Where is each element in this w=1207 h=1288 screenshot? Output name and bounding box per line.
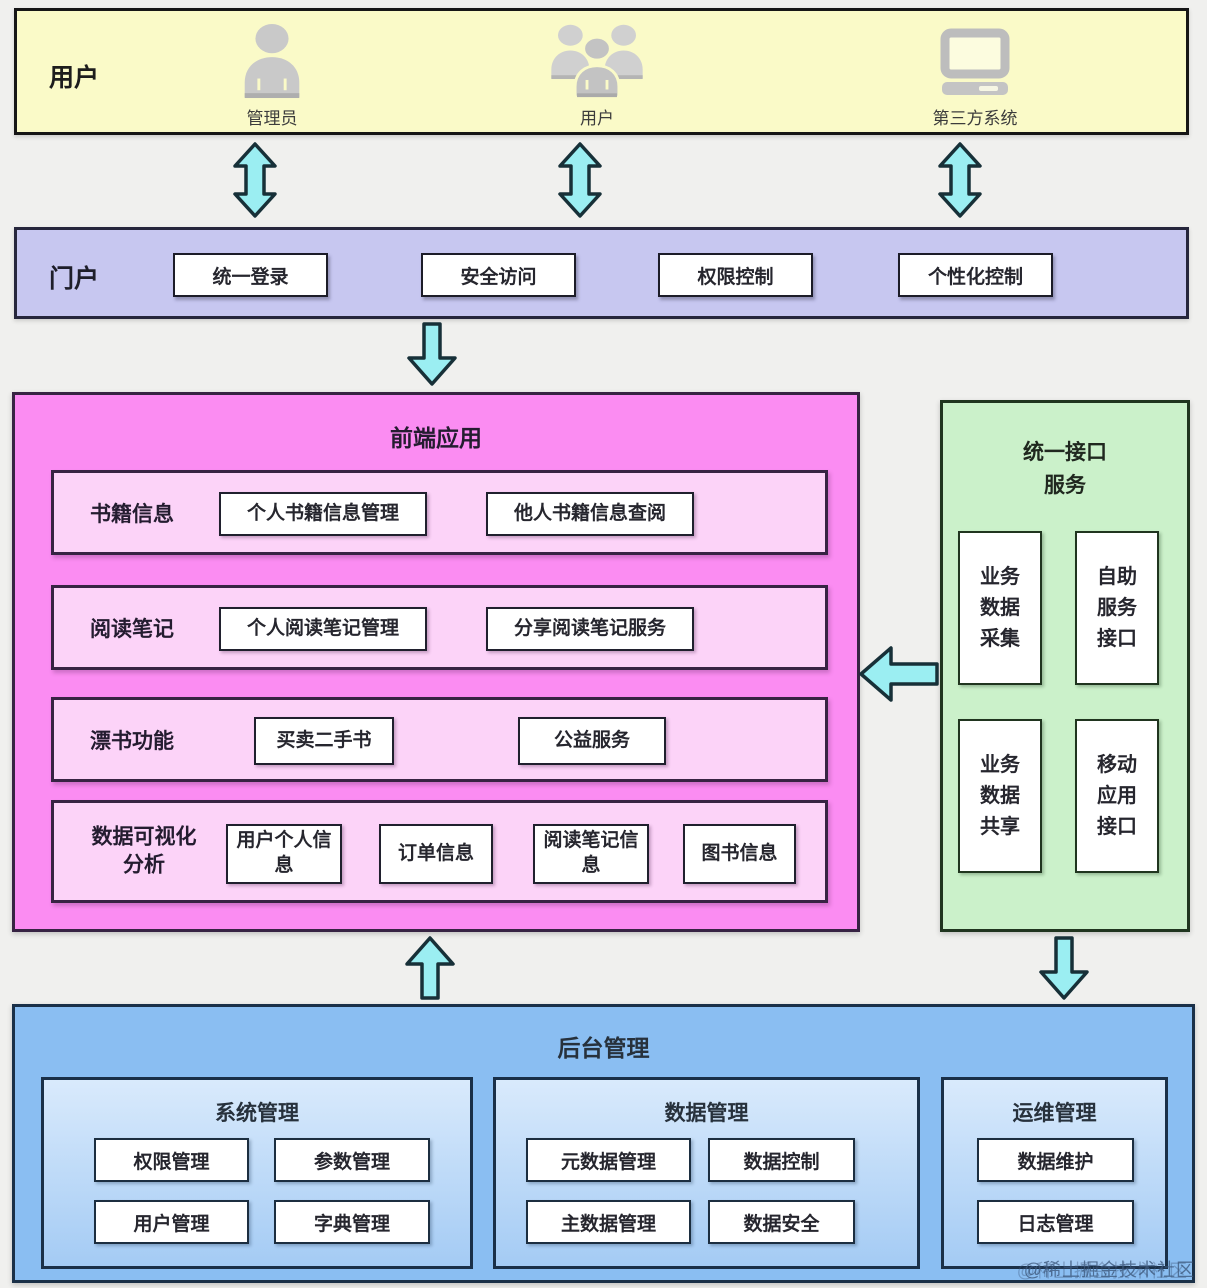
frontend-title: 前端应用 — [390, 425, 482, 451]
backend-box: 字典管理 — [274, 1200, 430, 1244]
interface-box: 自助服务接口 — [1075, 531, 1159, 685]
watermark: @稀土掘金技术社区 — [1023, 1260, 1195, 1280]
actor-third-party: 第三方系统 — [890, 23, 1060, 129]
backend-box: 数据维护 — [977, 1138, 1134, 1182]
backend-box: 数据安全 — [708, 1200, 855, 1244]
backend-box: 数据控制 — [708, 1138, 855, 1182]
group-title: 系统管理 — [215, 1102, 299, 1125]
feature-box: 个人书籍信息管理 — [219, 492, 427, 536]
actor-admin-label: 管理员 — [246, 109, 298, 128]
backend-box: 参数管理 — [274, 1138, 430, 1182]
interface-service-panel: 统一接口 服务 业务数据采集 自助服务接口 业务数据共享 移动应用接口 — [940, 400, 1190, 932]
actor-admin: 管理员 — [187, 23, 357, 129]
backend-box: 元数据管理 — [526, 1138, 691, 1182]
feature-box: 公益服务 — [518, 717, 666, 765]
backend-box: 权限管理 — [94, 1138, 249, 1182]
feature-box: 图书信息 — [683, 824, 796, 884]
frontend-row-book-drifting: 漂书功能 买卖二手书 公益服务 — [51, 697, 828, 782]
portal-item-personalization: 个性化控制 — [898, 253, 1053, 297]
bidirectional-arrow-icon — [558, 141, 602, 219]
feature-box: 个人阅读笔记管理 — [219, 607, 427, 651]
backend-box: 用户管理 — [94, 1200, 249, 1244]
down-arrow-icon — [1038, 934, 1090, 1002]
portal-label: 门户 — [49, 265, 100, 293]
group-title: 运维管理 — [1012, 1102, 1097, 1125]
feature-box: 订单信息 — [379, 824, 493, 884]
actor-user: 用户 — [512, 23, 682, 129]
feature-box: 用户个人信息 — [226, 824, 342, 884]
row-label: 漂书功能 — [90, 729, 174, 753]
portal-item-permission-control: 权限控制 — [658, 253, 813, 297]
users-group-icon — [541, 23, 653, 99]
interface-box: 业务数据共享 — [958, 719, 1042, 873]
computer-icon — [938, 23, 1012, 99]
feature-box: 阅读笔记信息 — [533, 824, 649, 884]
feature-box: 买卖二手书 — [254, 717, 394, 765]
frontend-row-reading-notes: 阅读笔记 个人阅读笔记管理 分享阅读笔记服务 — [51, 585, 828, 670]
users-band-label: 用户 — [49, 64, 100, 92]
frontend-row-book-info: 书籍信息 个人书籍信息管理 他人书籍信息查阅 — [51, 470, 828, 555]
admin-person-icon — [236, 23, 308, 99]
row-label: 数据可视化分析 — [91, 825, 197, 877]
interface-box: 业务数据采集 — [958, 531, 1042, 685]
interface-box: 移动应用接口 — [1075, 719, 1159, 873]
left-arrow-icon — [858, 646, 940, 702]
backend-group-data: 数据管理 元数据管理 数据控制 主数据管理 数据安全 — [493, 1077, 920, 1269]
actor-user-label: 用户 — [580, 109, 614, 128]
down-arrow-icon — [406, 322, 458, 386]
group-title: 数据管理 — [664, 1102, 749, 1125]
row-label: 阅读笔记 — [90, 617, 174, 641]
portal-item-unified-login: 统一登录 — [173, 253, 328, 297]
users-band: 用户 管理员 — [14, 8, 1189, 135]
frontend-row-data-visualization: 数据可视化分析 用户个人信息 订单信息 阅读笔记信息 图书信息 — [51, 800, 828, 903]
bidirectional-arrow-icon — [233, 141, 277, 219]
backend-box: 主数据管理 — [526, 1200, 691, 1244]
backend-title: 后台管理 — [557, 1035, 650, 1061]
up-arrow-icon — [404, 934, 456, 1002]
actor-third-party-label: 第三方系统 — [932, 109, 1018, 128]
backend-panel: 后台管理 系统管理 权限管理 参数管理 用户管理 字典管理 数据管理 元数据管理… — [12, 1004, 1195, 1283]
feature-box: 他人书籍信息查阅 — [486, 492, 694, 536]
frontend-panel: 前端应用 书籍信息 个人书籍信息管理 他人书籍信息查阅 阅读笔记 个人阅读笔记管… — [12, 392, 860, 932]
portal-band: 门户 统一登录 安全访问 权限控制 个性化控制 — [14, 227, 1189, 319]
backend-group-system: 系统管理 权限管理 参数管理 用户管理 字典管理 — [41, 1077, 473, 1269]
interface-service-title: 统一接口 服务 — [1023, 441, 1107, 497]
bidirectional-arrow-icon — [938, 141, 982, 219]
backend-box: 日志管理 — [977, 1200, 1134, 1244]
backend-group-operations: 运维管理 数据维护 日志管理 — [941, 1077, 1168, 1269]
feature-box: 分享阅读笔记服务 — [486, 607, 694, 651]
row-label: 书籍信息 — [90, 502, 174, 526]
portal-item-secure-access: 安全访问 — [421, 253, 576, 297]
